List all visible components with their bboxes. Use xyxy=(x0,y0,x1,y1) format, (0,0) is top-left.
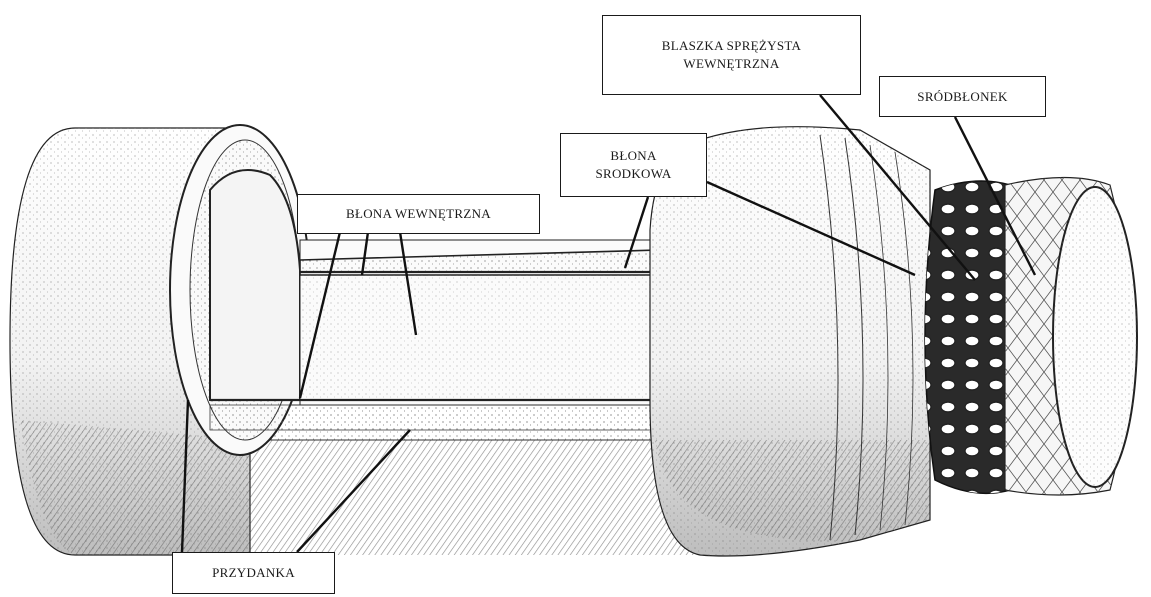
label-blaszka-sprezysta: BLASZKA SPRĘŻYSTA WEWNĘTRZNA xyxy=(602,15,861,95)
label-srodblonek-text: SRÓDBŁONEK xyxy=(917,88,1008,104)
leader-srodkowa-2 xyxy=(706,180,916,277)
label-blaszka-line1: BLASZKA SPRĘŻYSTA xyxy=(661,38,802,54)
label-blaszka-line2: WEWNĘTRZNA xyxy=(683,56,780,71)
label-blona-srodkowa-line1: BŁONA xyxy=(610,148,657,164)
label-przydanka: PRZYDANKA xyxy=(172,552,335,594)
media-tube xyxy=(649,126,931,557)
label-blona-wewnetrzna: BŁONA WEWNĘTRZNA xyxy=(297,194,540,234)
leader-lines xyxy=(180,94,1037,553)
label-srodblonek: SRÓDBŁONEK xyxy=(879,76,1046,117)
label-blona-wewnetrzna-text: BŁONA WEWNĘTRZNA xyxy=(345,206,491,222)
leader-blaszka xyxy=(819,94,976,281)
label-blona-srodkowa: BŁONA SRODKOWA xyxy=(560,133,707,197)
cut-opening xyxy=(169,124,311,456)
leader-wewnetrzna-1 xyxy=(298,231,342,399)
leader-przydanka-1 xyxy=(180,399,190,553)
endothelium xyxy=(1004,176,1138,496)
leader-przydanka-2 xyxy=(296,429,411,553)
leader-srodkowa-1 xyxy=(623,196,650,269)
leader-wewnetrzna-3 xyxy=(398,231,418,336)
label-blona-srodkowa-line2: SRODKOWA xyxy=(595,166,672,181)
leader-wewnetrzna-2 xyxy=(360,231,370,276)
elastic-lamina xyxy=(924,180,1011,495)
leader-srodblonek xyxy=(953,116,1037,276)
label-przydanka-text: PRZYDANKA xyxy=(212,565,295,581)
